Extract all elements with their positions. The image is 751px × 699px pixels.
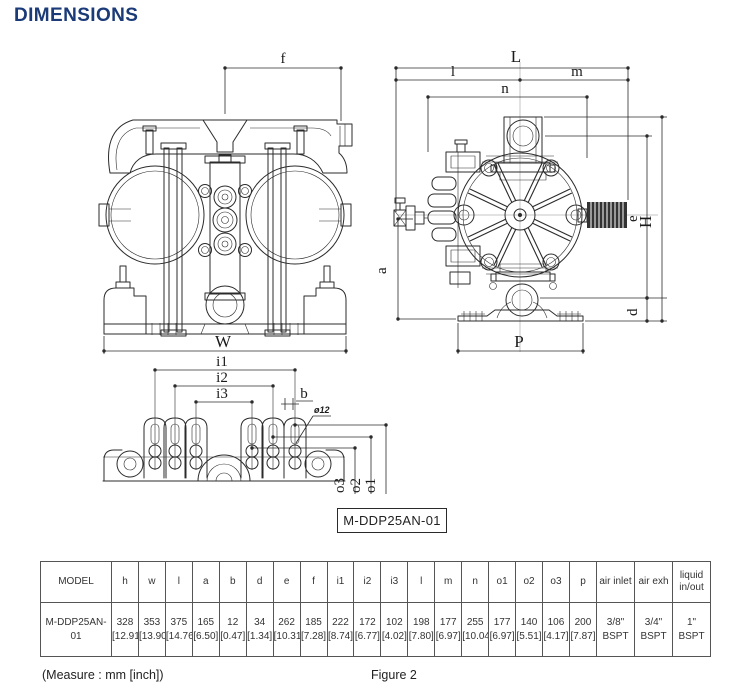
front-view-drawing: f bbox=[98, 51, 353, 354]
value-cell-e: 262[10.31] bbox=[272, 602, 301, 657]
value-cell-m: 177[6.97] bbox=[434, 602, 463, 657]
side-dim-label-d: d bbox=[625, 308, 641, 316]
value-cell-i1: 222[8.74] bbox=[326, 602, 355, 657]
front-dim-label-f: f bbox=[281, 51, 286, 67]
bottom-dim-label-i3: i3 bbox=[216, 386, 228, 402]
value-cell-h: 328[12.91] bbox=[111, 602, 139, 657]
value-cell-f: 185[7.28] bbox=[299, 602, 328, 657]
column-header-o2: o2 bbox=[515, 561, 543, 603]
bottom-view-drawing: i1 i2 i3 b ø12 bbox=[102, 354, 388, 494]
column-header-f: f bbox=[299, 561, 328, 603]
value-cell-l1: 375[14.76] bbox=[164, 602, 193, 657]
bottom-hole-callout: ø12 bbox=[314, 405, 330, 415]
value-cell-b: 12[0.47] bbox=[218, 602, 247, 657]
measure-note: (Measure : mm [inch]) bbox=[42, 668, 164, 682]
value-cell-i3: 102[4.02] bbox=[380, 602, 409, 657]
value-cell-o2: 140[5.51] bbox=[515, 602, 543, 657]
model-label-box: M-DDP25AN-01 bbox=[337, 508, 447, 533]
page-title: DIMENSIONS bbox=[14, 5, 139, 26]
column-header-h: h bbox=[111, 561, 139, 603]
value-cell-o3: 106[4.17] bbox=[542, 602, 570, 657]
column-header-n: n bbox=[461, 561, 490, 603]
side-dim-label-l: l bbox=[451, 64, 455, 80]
column-header-air_exh: air exh bbox=[634, 561, 673, 603]
column-header-i3: i3 bbox=[380, 561, 409, 603]
value-cell-model: M-DDP25AN-01 bbox=[40, 602, 112, 657]
bottom-dim-label-o2: o2 bbox=[348, 478, 364, 493]
bottom-dim-label-o3: o3 bbox=[332, 478, 348, 493]
column-header-m: m bbox=[434, 561, 463, 603]
value-cell-a: 165[6.50] bbox=[191, 602, 220, 657]
value-cell-w: 353[13.90] bbox=[137, 602, 166, 657]
bottom-dim-label-i2: i2 bbox=[216, 370, 228, 386]
side-dim-label-n: n bbox=[501, 81, 509, 97]
value-cell-liquid: 1"BSPT bbox=[672, 602, 711, 657]
figure-caption: Figure 2 bbox=[371, 668, 417, 682]
table-value-row: M-DDP25AN-01328[12.91]353[13.90]375[14.7… bbox=[40, 602, 711, 657]
dimension-drawings: f bbox=[98, 47, 667, 494]
side-dim-label-m: m bbox=[571, 64, 583, 80]
column-header-i1: i1 bbox=[326, 561, 355, 603]
column-header-d: d bbox=[245, 561, 274, 603]
side-view-drawing: L l m n bbox=[374, 47, 667, 354]
column-header-model: MODEL bbox=[40, 561, 112, 603]
front-dim-label-W: W bbox=[215, 332, 232, 351]
column-header-l1: l bbox=[164, 561, 193, 603]
side-dim-label-e: e bbox=[625, 215, 641, 222]
column-header-air_inlet: air inlet bbox=[596, 561, 635, 603]
side-dim-label-L: L bbox=[511, 47, 521, 66]
side-dim-label-H: H bbox=[636, 216, 655, 228]
value-cell-o1: 177[6.97] bbox=[488, 602, 517, 657]
value-cell-n: 255[10.04] bbox=[461, 602, 490, 657]
column-header-p: p bbox=[568, 561, 598, 603]
bottom-dim-label-b: b bbox=[300, 386, 308, 402]
column-header-e: e bbox=[272, 561, 301, 603]
column-header-b: b bbox=[218, 561, 247, 603]
side-dim-label-P: P bbox=[514, 332, 523, 351]
column-header-w: w bbox=[137, 561, 166, 603]
column-header-o3: o3 bbox=[542, 561, 570, 603]
column-header-a: a bbox=[191, 561, 220, 603]
value-cell-l2: 198[7.80] bbox=[407, 602, 436, 657]
model-label: M-DDP25AN-01 bbox=[343, 513, 441, 528]
value-cell-air_inlet: 3/8"BSPT bbox=[596, 602, 635, 657]
value-cell-air_exh: 3/4"BSPT bbox=[634, 602, 673, 657]
column-header-o1: o1 bbox=[488, 561, 517, 603]
column-header-liquid: liquid in/out bbox=[672, 561, 711, 603]
side-dim-label-a: a bbox=[374, 267, 390, 274]
value-cell-d: 34[1.34] bbox=[245, 602, 274, 657]
column-header-l2: l bbox=[407, 561, 436, 603]
value-cell-p: 200[7.87] bbox=[568, 602, 598, 657]
bottom-dim-label-i1: i1 bbox=[216, 354, 228, 370]
value-cell-i2: 172[6.77] bbox=[353, 602, 382, 657]
column-header-i2: i2 bbox=[353, 561, 382, 603]
